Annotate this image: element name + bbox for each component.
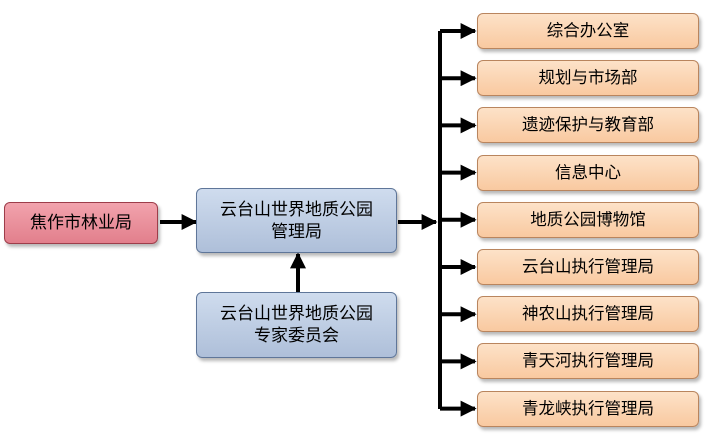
department-label: 信息中心 <box>555 162 621 182</box>
department-label: 神农山执行管理局 <box>522 304 654 324</box>
department-box: 遗迹保护与教育部 <box>477 107 699 144</box>
expert-committee-label: 云台山世界地质公园 专家委员会 <box>220 304 373 346</box>
department-label: 规划与市场部 <box>538 68 638 88</box>
department-branch-arrows <box>440 23 477 417</box>
department-box: 神农山执行管理局 <box>477 296 699 333</box>
department-label: 云台山执行管理局 <box>522 257 654 276</box>
department-box: 地质公园博物馆 <box>477 201 699 238</box>
department-box: 规划与市场部 <box>477 60 699 97</box>
department-label: 地质公园博物馆 <box>530 209 646 229</box>
department-box: 综合办公室 <box>477 13 699 49</box>
geopark-bureau-label: 云台山世界地质公园 管理局 <box>220 199 373 242</box>
department-box: 信息中心 <box>477 154 699 191</box>
department-label: 遗迹保护与教育部 <box>522 115 654 135</box>
department-label: 综合办公室 <box>546 21 630 40</box>
geopark-bureau-box: 云台山世界地质公园 管理局 <box>196 188 397 253</box>
forestry-bureau-label: 焦作市林业局 <box>30 213 132 233</box>
department-label: 青天河执行管理局 <box>522 351 654 371</box>
department-box: 青龙峡执行管理局 <box>477 390 699 427</box>
department-label: 青龙峡执行管理局 <box>522 398 654 418</box>
department-box: 青天河执行管理局 <box>477 343 699 380</box>
department-box: 云台山执行管理局 <box>477 249 699 285</box>
expert-committee-box: 云台山世界地质公园 专家委员会 <box>196 292 397 358</box>
forestry-bureau-box: 焦作市林业局 <box>4 202 158 244</box>
